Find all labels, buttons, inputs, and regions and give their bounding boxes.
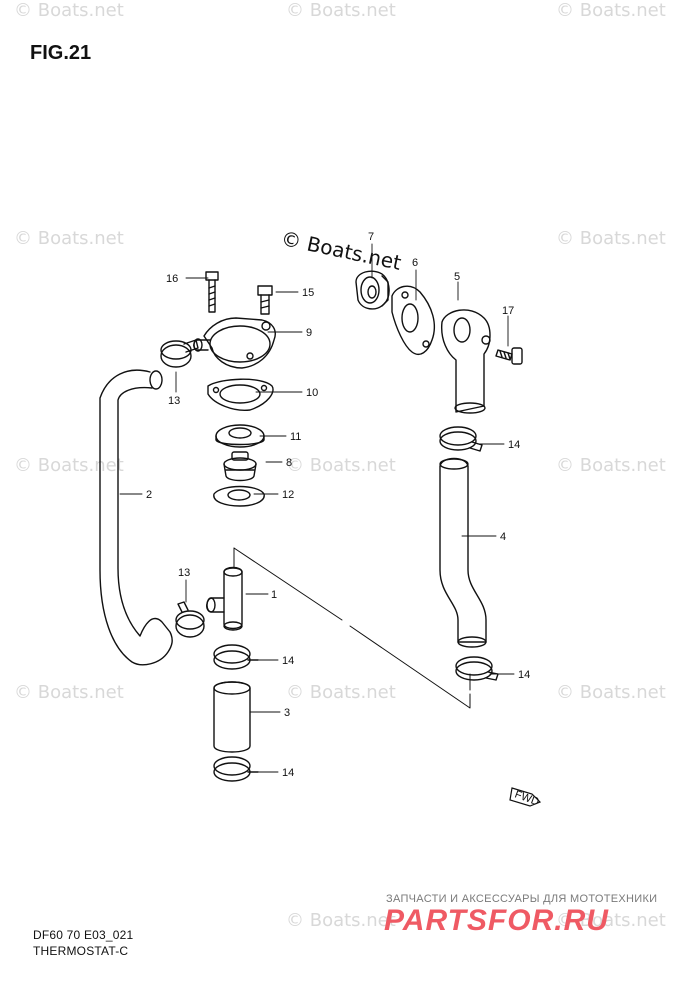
- watermark: © Boats.net: [286, 910, 396, 931]
- bolt-17: [495, 347, 523, 365]
- part-number-3: 3: [284, 707, 290, 719]
- clamp-14-bottom: [213, 756, 259, 782]
- part-number-1: 1: [271, 589, 277, 601]
- fwd-arrow: FWD: [509, 787, 542, 808]
- part-number-14-lower-right: 14: [518, 669, 530, 681]
- elbow-5: [440, 309, 491, 414]
- clamp-13-upper: [160, 339, 199, 368]
- part-number-6: 6: [412, 257, 418, 269]
- part-number-9: 9: [306, 327, 312, 339]
- watermark: © Boats.net: [556, 0, 666, 21]
- housing-7: [355, 270, 390, 310]
- part-number-14-upper-right: 14: [508, 439, 520, 451]
- part-number-11: 11: [290, 431, 301, 443]
- watermark: © Boats.net: [556, 910, 666, 931]
- part-number-4: 4: [500, 531, 506, 543]
- figure-subtitle: THERMOSTAT-C: [33, 944, 129, 958]
- watermark: © Boats.net: [14, 455, 124, 476]
- gasket-6: [391, 285, 436, 356]
- watermark: © Boats.net: [14, 0, 124, 21]
- watermark: © Boats.net: [286, 0, 396, 21]
- part-number-15: 15: [302, 287, 314, 299]
- part-number-10: 10: [306, 387, 318, 399]
- seal-11: [215, 424, 265, 448]
- clamp-14-upper-right: [439, 426, 483, 452]
- watermark: © Boats.net: [556, 228, 666, 249]
- assembly-guide-lines: [233, 547, 471, 709]
- figure-title: FIG.21: [30, 42, 92, 64]
- part-number-14-bottom: 14: [282, 767, 294, 779]
- watermark: © Boats.net: [556, 455, 666, 476]
- tee-fitting-1: [206, 566, 243, 631]
- thermostat-8: [223, 451, 257, 482]
- part-numbers: 1 2 3 4 5 6 7 8 9 10 11 12 13 13 14 14 1…: [146, 231, 530, 779]
- part-number-14-middle: 14: [282, 655, 294, 667]
- gasket-10: [207, 378, 274, 411]
- bolt-15: [257, 285, 273, 315]
- gasket-12: [213, 485, 265, 507]
- part-number-13-lower: 13: [178, 567, 190, 579]
- brand-tagline: ЗАПЧАСТИ И АКСЕССУАРЫ ДЛЯ МОТОТЕХНИКИ: [386, 893, 658, 905]
- part-number-13-upper: 13: [168, 395, 180, 407]
- bolt-16: [205, 271, 219, 313]
- watermark: © Boats.net: [14, 228, 124, 249]
- part-number-8: 8: [286, 457, 292, 469]
- part-number-12: 12: [282, 489, 294, 501]
- part-number-7: 7: [368, 231, 374, 243]
- watermark: © Boats.net: [556, 682, 666, 703]
- hose-2: [99, 369, 173, 666]
- clamp-13-lower: [175, 601, 205, 638]
- part-number-16: 16: [166, 273, 178, 285]
- watermark: © Boats.net: [286, 682, 396, 703]
- thermostat-cover-9: [193, 317, 276, 369]
- watermark: © Boats.net: [14, 682, 124, 703]
- hose-3: [213, 681, 251, 753]
- leader-lines: [119, 243, 515, 773]
- watermark: © Boats.net: [286, 455, 396, 476]
- hose-4: [439, 457, 487, 648]
- figure-code: DF60 70 E03_021: [33, 928, 134, 942]
- brand-logo: PARTSFOR.RU: [384, 904, 609, 937]
- part-number-17: 17: [502, 305, 514, 317]
- clamp-14-middle: [213, 644, 259, 670]
- part-number-5: 5: [454, 271, 460, 283]
- part-number-2: 2: [146, 489, 152, 501]
- clamp-14-lower-right: [455, 656, 499, 681]
